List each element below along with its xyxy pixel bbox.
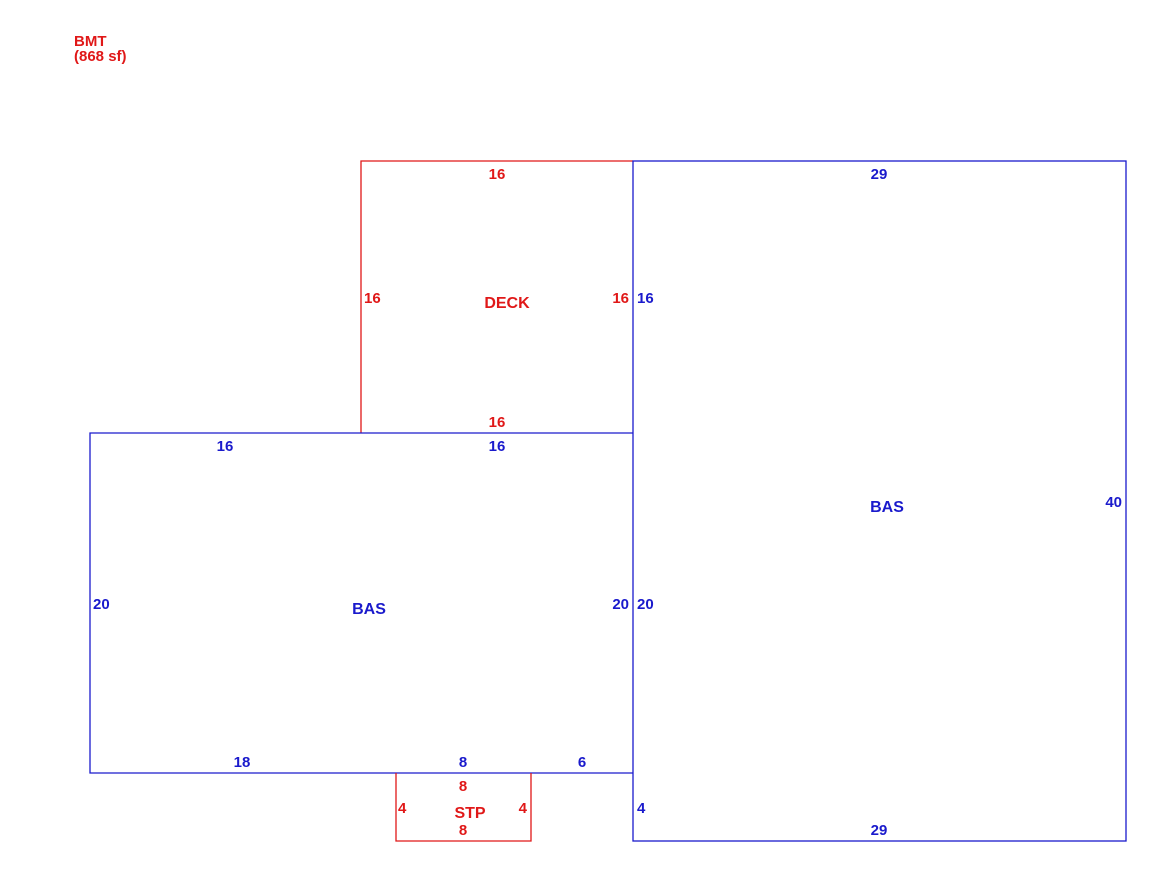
bas-right-outline bbox=[632, 160, 1127, 842]
bas-left-dim-right: 20 bbox=[612, 596, 629, 613]
deck-label: DECK bbox=[484, 295, 530, 312]
bas-right-dim-bottom: 29 bbox=[871, 822, 888, 839]
deck-outline bbox=[360, 160, 633, 433]
bas-left-area: BAS 16 16 20 20 18 8 6 bbox=[89, 432, 633, 774]
stp-outline bbox=[395, 773, 532, 842]
bas-left-dim-bottom-right: 6 bbox=[578, 754, 586, 771]
deck-dim-right: 16 bbox=[612, 290, 629, 307]
legend-area: (868 sf) bbox=[74, 48, 127, 65]
bas-right-area: BAS 29 16 20 4 40 29 bbox=[632, 160, 1127, 842]
bas-left-dim-top-left: 16 bbox=[217, 438, 234, 455]
bas-left-outline bbox=[89, 432, 633, 774]
deck-dim-bottom: 16 bbox=[489, 414, 506, 431]
bas-left-dim-top-right: 16 bbox=[489, 438, 506, 455]
deck-area: DECK 16 16 16 16 bbox=[360, 160, 633, 433]
bas-left-dim-bottom-left: 18 bbox=[234, 754, 251, 771]
deck-dim-top: 16 bbox=[489, 166, 506, 183]
bas-left-dim-left: 20 bbox=[93, 596, 110, 613]
bas-right-dim-left-middle: 20 bbox=[637, 596, 654, 613]
stp-dim-top: 8 bbox=[459, 778, 467, 795]
stp-dim-bottom: 8 bbox=[459, 822, 467, 839]
stp-label: STP bbox=[454, 805, 485, 822]
stp-dim-right: 4 bbox=[519, 800, 528, 817]
deck-dim-left: 16 bbox=[364, 290, 381, 307]
stp-area: STP 8 4 4 8 bbox=[395, 773, 532, 842]
stp-dim-left: 4 bbox=[398, 800, 407, 817]
bas-left-dim-bottom-middle: 8 bbox=[459, 754, 467, 771]
bas-left-label: BAS bbox=[352, 601, 386, 618]
bas-right-dim-top: 29 bbox=[871, 166, 888, 183]
bas-right-dim-left-lower: 4 bbox=[637, 800, 646, 817]
bas-right-dim-right: 40 bbox=[1105, 494, 1122, 511]
legend-title: BMT bbox=[74, 33, 107, 50]
bas-right-label: BAS bbox=[870, 499, 904, 516]
bas-right-dim-left-upper: 16 bbox=[637, 290, 654, 307]
